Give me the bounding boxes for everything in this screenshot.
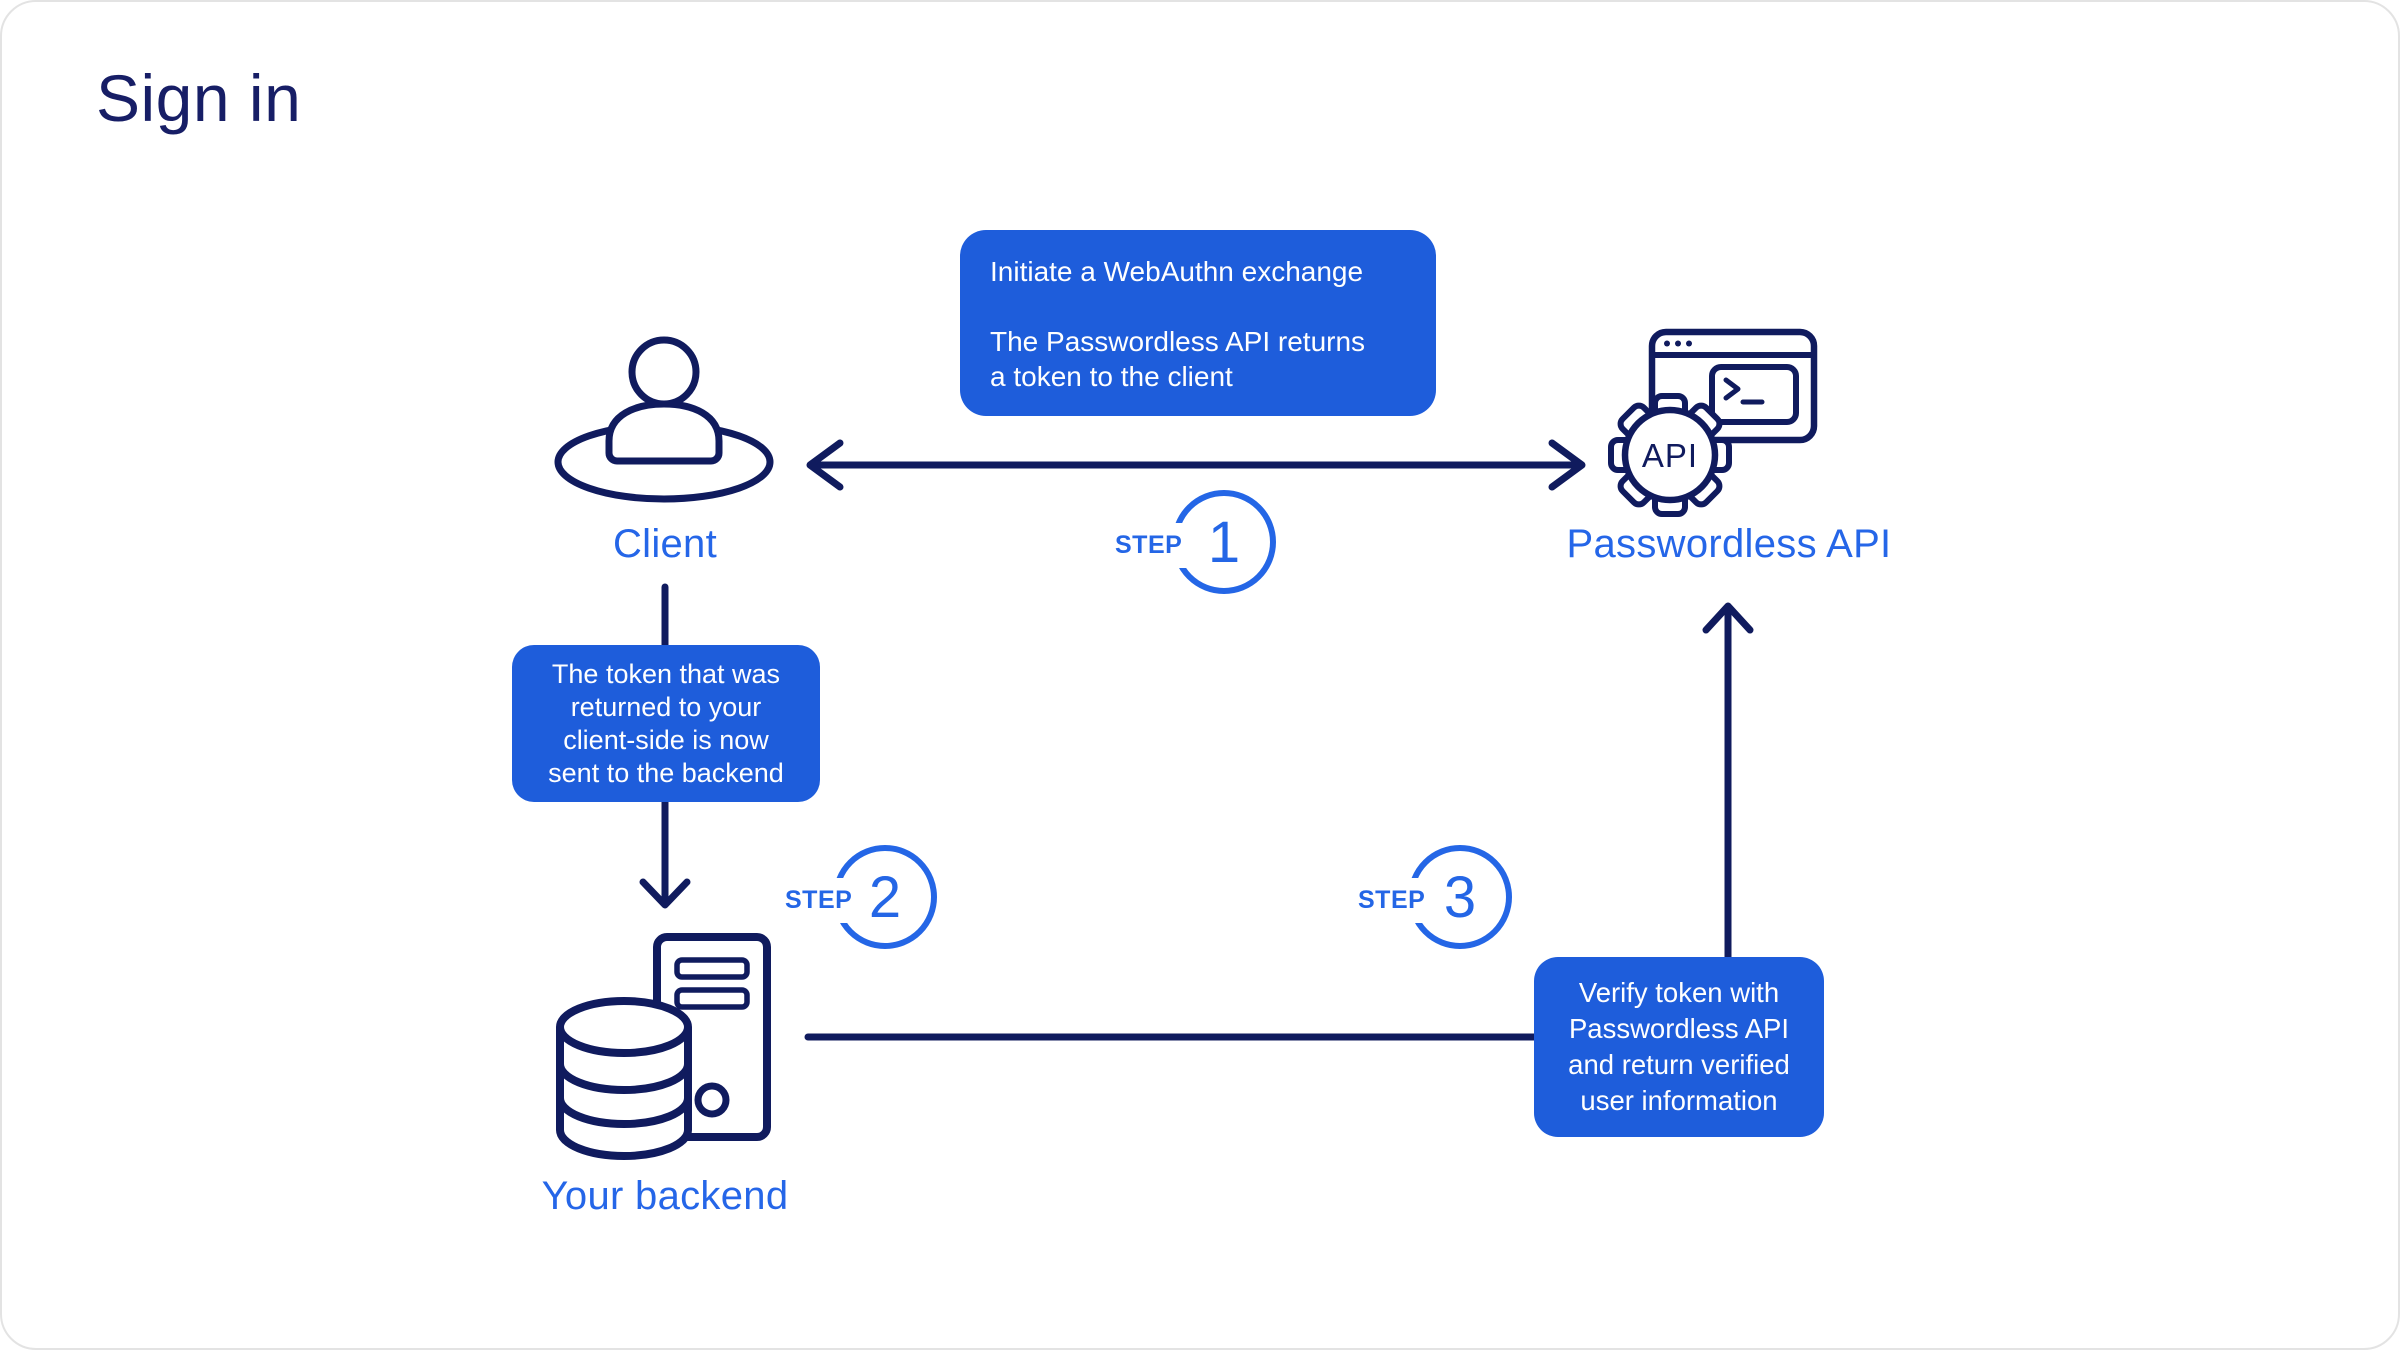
backend-server-database-icon [550,927,790,1167]
step-1-number: 1 [1207,509,1241,575]
gear-icon: API [1608,393,1732,517]
step-2-number: 2 [868,864,902,930]
page-title: Sign in [96,61,302,135]
verify-api-up-arrow [1702,602,1754,964]
callout-verify-token: Verify token with Passwordless API and r… [1534,957,1824,1137]
step-1-word: STEP [1115,523,1189,568]
step-2-word: STEP [785,878,859,923]
backend-label: Your backend [541,1174,789,1218]
api-browser-gear-icon: API [1602,327,1842,522]
gear-api-text: API [1642,437,1698,474]
client-label: Client [612,522,718,566]
passwordless-api-label: Passwordless API [1566,522,1892,566]
database-icon [556,997,692,1160]
callout-initiate-exchange: Initiate a WebAuthn exchange The Passwor… [960,230,1436,416]
client-user-icon [550,332,780,512]
step-3-number: 3 [1443,864,1477,930]
callout-token-to-backend: The token that was returned to your clie… [512,645,820,802]
client-api-double-arrow [806,439,1586,491]
step-3-word: STEP [1358,878,1432,923]
step-1-badge: 1 [1172,490,1276,594]
